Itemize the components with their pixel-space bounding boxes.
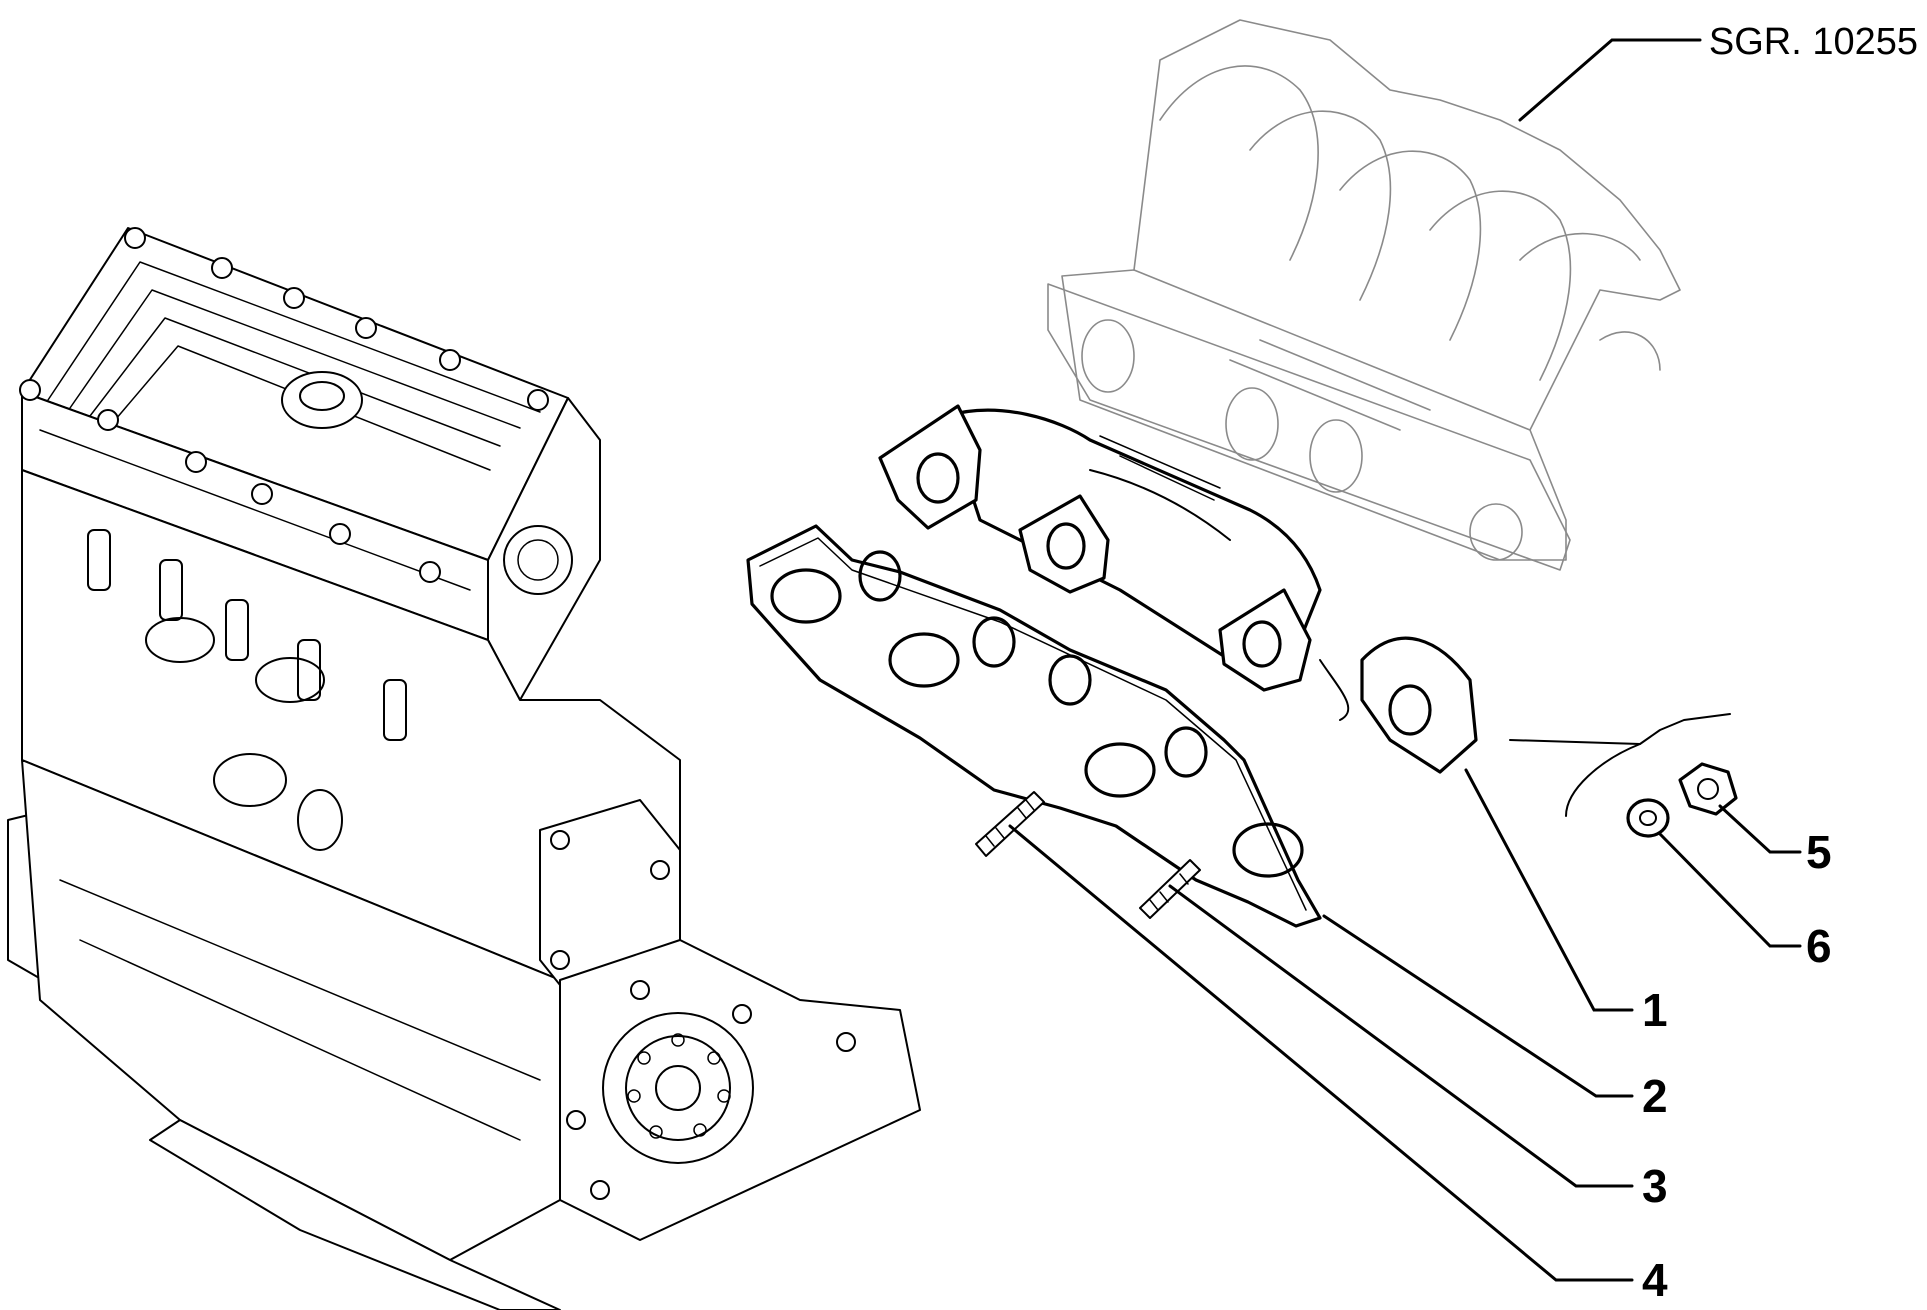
callout-5: 5 — [1806, 826, 1832, 878]
callout-1: 1 — [1642, 984, 1668, 1036]
pulley-holes — [627, 1033, 731, 1139]
nut-5 — [1678, 762, 1738, 816]
stud-3 — [1139, 859, 1201, 919]
manifold-gasket — [746, 524, 1322, 928]
callout-2: 2 — [1642, 1070, 1668, 1122]
callout-6: 6 — [1806, 920, 1832, 972]
exhaust-manifold — [878, 404, 1478, 774]
manifold-studs — [87, 529, 407, 741]
callout-4: 4 — [1642, 1254, 1668, 1306]
front-cover-bolts — [566, 980, 856, 1200]
head-bolts — [19, 227, 549, 583]
stud-4 — [975, 791, 1045, 857]
drawing-reference: SGR. 10255 — [1709, 21, 1918, 63]
intake-manifold-ghost — [1047, 19, 1681, 571]
washer-6 — [1626, 798, 1670, 838]
engine-block — [7, 227, 921, 1310]
leader-lines — [1008, 38, 1802, 1282]
callout-3: 3 — [1642, 1160, 1668, 1212]
